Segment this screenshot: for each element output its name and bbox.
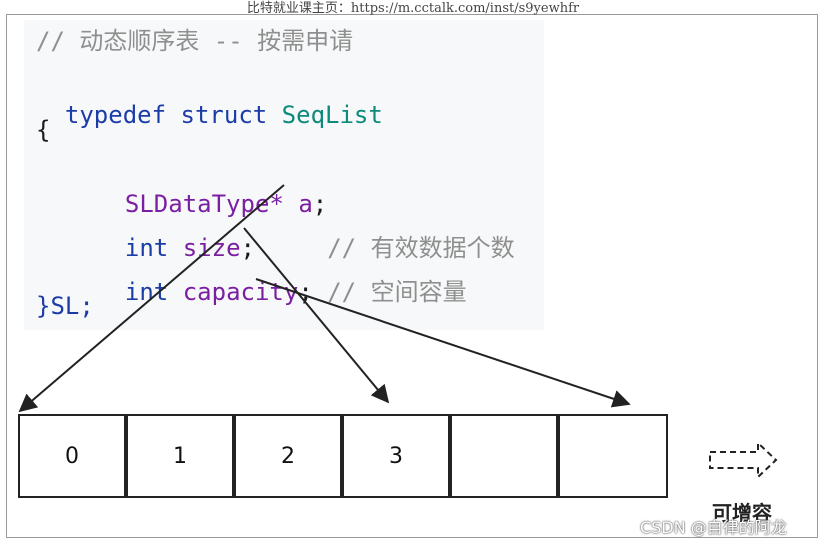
field-a-semicolon: ; <box>312 190 328 218</box>
array-cell-3: 3 <box>342 414 450 498</box>
array-cell-4 <box>450 414 558 498</box>
field-cap-name: capacity <box>182 278 299 306</box>
code-line-typedef: typedef struct SeqList <box>36 70 383 130</box>
field-cap-comment: // 空间容量 <box>327 278 467 306</box>
keyword-typedef: typedef <box>64 101 167 129</box>
field-a-type: SLDataType* <box>124 190 284 218</box>
array-cell-2: 2 <box>234 414 342 498</box>
struct-name: SeqList <box>281 101 383 129</box>
top-watermark: 比特就业课主页：https://m.cctalk.com/inst/s9yewh… <box>246 1 580 16</box>
array-cell-5 <box>558 414 668 498</box>
code-line-field-a: SLDataType* a; <box>96 159 327 219</box>
field-size-type: int <box>124 234 169 262</box>
code-comment-title: // 动态顺序表 -- 按需申请 <box>36 27 354 55</box>
csdn-watermark: CSDN @自律的阿龙 <box>640 518 787 537</box>
keyword-struct: struct <box>180 101 268 129</box>
field-size-comment: // 有效数据个数 <box>327 234 515 262</box>
field-a-name: a <box>298 190 313 218</box>
arrow-size-to-cell3 <box>243 227 390 404</box>
field-size-semicolon: ; <box>240 234 255 262</box>
code-line-field-size: int size; // 有效数据个数 <box>96 203 515 263</box>
dashed-grow-arrow-icon <box>709 440 778 480</box>
array-cell-0: 0 <box>18 414 126 498</box>
grow-capacity-label: 可增容 <box>712 501 772 525</box>
code-panel <box>24 20 544 330</box>
arrow-capacity-to-end <box>255 278 631 408</box>
code-close-sl: }SL; <box>36 292 94 320</box>
code-open-brace: { <box>36 116 51 144</box>
array-cell-1: 1 <box>126 414 234 498</box>
diagram-frame <box>6 14 818 538</box>
arrow-a-to-cell0 <box>18 184 285 413</box>
